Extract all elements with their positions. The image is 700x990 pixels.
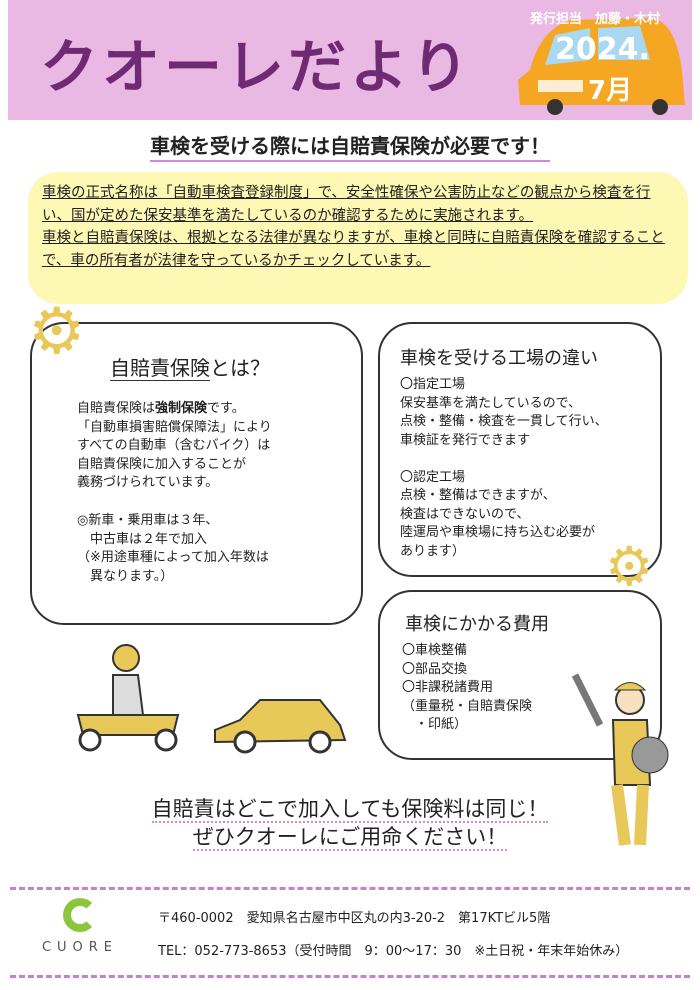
scooter-illustration [76,644,180,752]
address: 〒460-0002 愛知県名古屋市中区丸の内3-20-2 第17KTビル5階 [158,911,551,926]
newsletter-title: クオーレだより [40,33,473,101]
divider [10,975,690,978]
issue-year: 2024. [555,32,650,67]
box-body: 〇指定工場 保安基準を満たしているので、 点検・整備・検査を一貫して行い、 車検… [400,377,608,559]
box-title: 車検を受ける工場の違い [400,348,598,369]
closing-message: 自賠責はどこで加入しても保険料は同じ！ ぜひクオーレにご用命ください！ [151,797,549,851]
gear-icon: ⚙ [605,535,654,598]
intro-paragraph: 車検の正式名称は「自動車検査登録制度」で、安全性確保や公害防止などの観点から検査… [42,185,651,224]
intro-box: 車検の正式名称は「自動車検査登録制度」で、安全性確保や公害防止などの観点から検査… [28,172,688,304]
mechanic-illustration [571,673,669,846]
garage-types-box: 車検を受ける工場の違い 〇指定工場 保安基準を満たしているので、 点検・整備・検… [378,322,662,577]
car-icon [214,699,347,754]
telephone: TEL：052-773-8653（受付時間 9：00～17：30 ※土日祝・年末… [158,944,629,959]
company-logo: CUORE [35,898,125,955]
headline: 車検を受ける際には自賠責保険が必要です！ [0,130,700,162]
intro-paragraph: 車検と自賠責保険は、根拠となる法律が異なりますが、車検と同時に自賠責保険を確認す… [42,230,665,269]
car-illustration [518,18,685,115]
box-body: 自賠責保険は強制保険です。 「自動車損害賠償保障法」により すべての自動車（含む… [77,401,272,490]
issue-month: 7月 [588,76,633,106]
box-body: 〇車検整備 〇部品交換 〇非課税諸費用 （重量税・自賠責保険 ・印紙） [402,643,533,732]
gear-icon: ⚙ [28,295,86,369]
box-title: 自賠責保険とは？ [110,356,270,381]
publisher-label: 発行担当 加藤・木村 [530,12,661,27]
insurance-info-box: 自賠責保険とは？ 自賠責保険は強制保険です。 「自動車損害賠償保障法」により す… [30,322,363,625]
box-note: ◎新車・乗用車は３年、 中古車は２年で加入 （※用途車種によって加入年数は 異な… [77,513,269,584]
divider [10,887,690,890]
box-title: 車検にかかる費用 [405,614,549,635]
logo-mark-icon [63,898,97,932]
